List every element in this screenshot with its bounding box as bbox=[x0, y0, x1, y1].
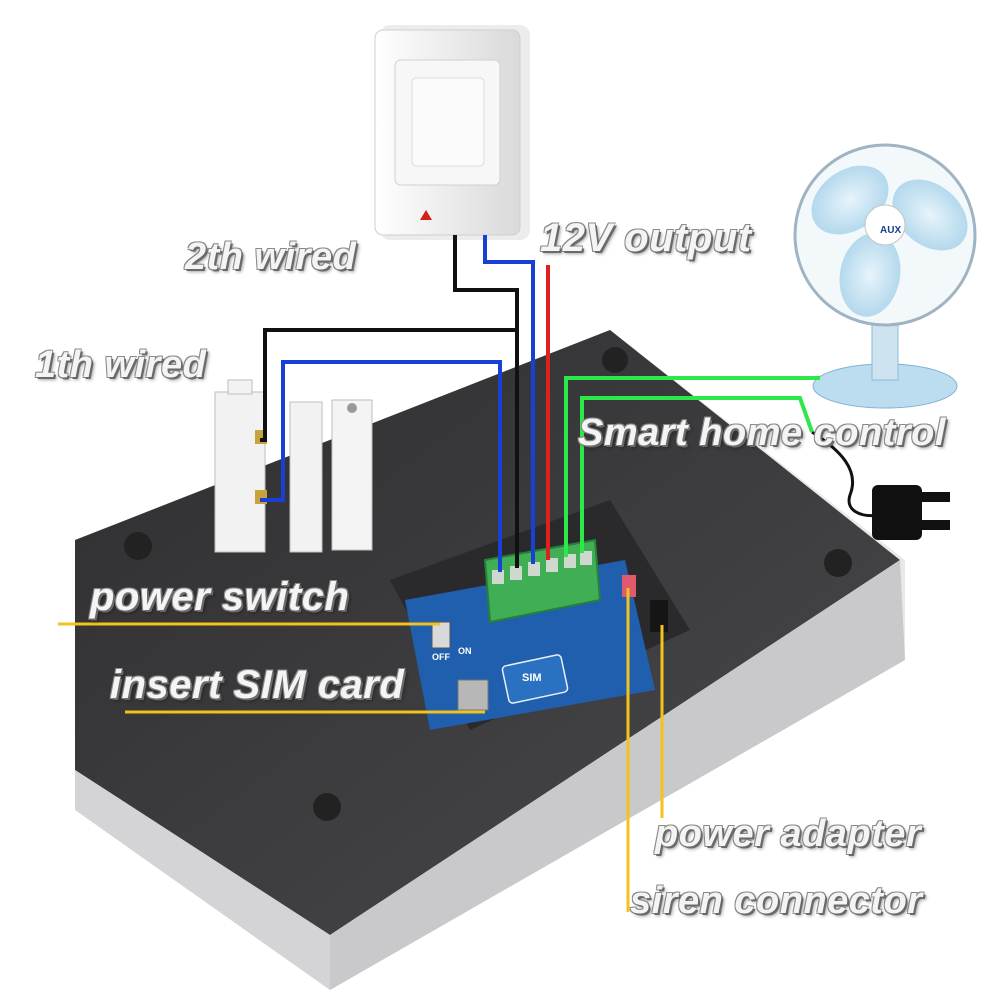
label-2th-wired: 2th wired bbox=[185, 236, 357, 278]
plug-prong bbox=[920, 492, 950, 502]
label-power-adapter: power adapter bbox=[655, 813, 922, 855]
label-siren-connector: siren connector bbox=[630, 880, 923, 922]
door-contact-sensors bbox=[214, 379, 373, 553]
warning-led-icon bbox=[420, 210, 432, 220]
switch-off-label: OFF bbox=[432, 652, 450, 662]
plug-prong bbox=[920, 520, 950, 530]
door-sensor-magnet bbox=[289, 401, 323, 553]
green-wire-plug bbox=[580, 396, 814, 553]
sim-tray-label: SIM bbox=[522, 672, 542, 684]
black-wire-pir bbox=[453, 235, 519, 568]
terminal-screw[interactable] bbox=[510, 566, 522, 580]
fan-brand-label: AUX bbox=[880, 225, 902, 236]
fan-blade bbox=[839, 233, 901, 317]
blue-wire-door bbox=[260, 360, 502, 572]
green-wire-fan bbox=[564, 376, 820, 557]
terminal-screw[interactable] bbox=[580, 551, 592, 565]
label-smart-home-control: Smart home control bbox=[578, 412, 946, 454]
siren-connector[interactable] bbox=[622, 575, 636, 597]
terminal-screw[interactable] bbox=[564, 554, 576, 568]
screw-hole bbox=[602, 347, 628, 373]
sim-tray bbox=[501, 654, 569, 704]
screw-hole bbox=[124, 532, 152, 560]
blue-wire-pir bbox=[483, 235, 535, 564]
label-1th-wired: 1th wired bbox=[35, 344, 207, 386]
fan-blade bbox=[892, 179, 968, 251]
label-insert-sim-card: insert SIM card bbox=[110, 663, 405, 707]
terminal-block bbox=[483, 538, 602, 624]
terminal-screw[interactable] bbox=[528, 562, 540, 576]
power-adapter-jack[interactable] bbox=[650, 600, 668, 632]
black-wire-door bbox=[260, 328, 517, 442]
label-12v-output: 12V output bbox=[540, 216, 752, 260]
power-plug bbox=[811, 430, 950, 540]
desk-fan bbox=[793, 143, 977, 409]
leader-lines bbox=[58, 588, 664, 912]
sim-card-slot[interactable] bbox=[457, 679, 489, 711]
terminal-screw[interactable] bbox=[492, 570, 504, 584]
power-switch-toggle[interactable] bbox=[431, 621, 451, 649]
label-power-switch: power switch bbox=[90, 575, 350, 619]
terminal-screw[interactable] bbox=[546, 558, 558, 572]
screw-hole bbox=[824, 549, 852, 577]
door-sensor-magnet bbox=[331, 399, 373, 551]
screw-hole bbox=[313, 793, 341, 821]
door-sensor-body bbox=[214, 391, 266, 553]
plug-body bbox=[872, 485, 922, 540]
fan-hub bbox=[864, 204, 906, 246]
switch-on-label: ON bbox=[458, 646, 472, 656]
wires bbox=[260, 235, 820, 572]
pir-motion-sensor bbox=[374, 25, 530, 240]
